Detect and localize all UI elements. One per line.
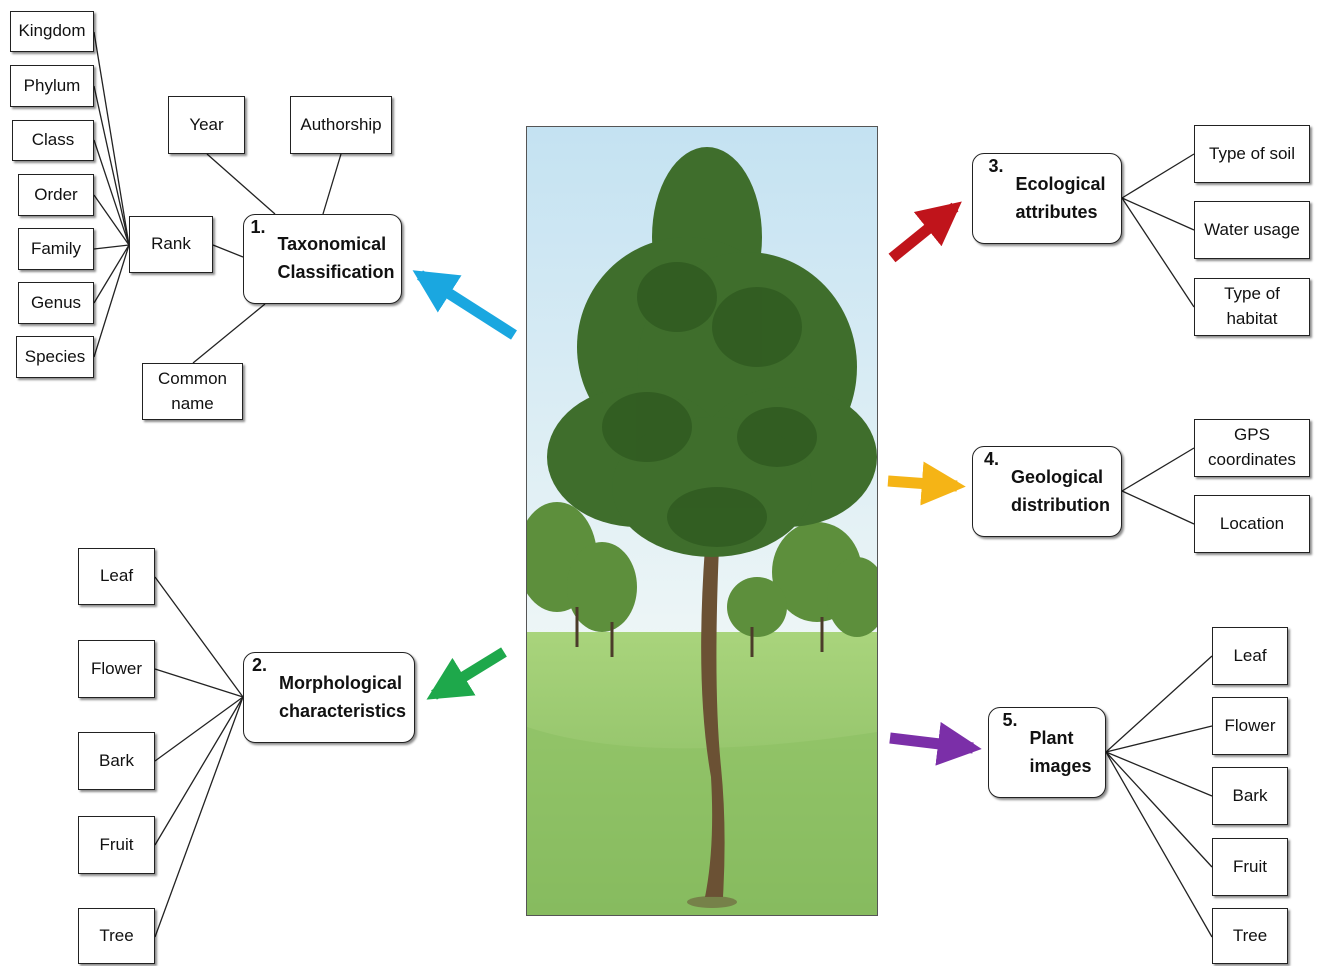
ecology-node: 3. Ecological attributes <box>972 153 1122 244</box>
rank-class-box: Class <box>12 120 94 161</box>
rank-family-box: Family <box>18 228 94 270</box>
taxonomy-node: 1. Taxonomical Classification <box>243 214 402 304</box>
geo-location-label: Location <box>1219 513 1285 533</box>
year-box: Year <box>168 96 245 154</box>
year-label: Year <box>189 114 224 134</box>
morph-bark-label: Bark <box>99 750 134 770</box>
authorship-box: Authorship <box>290 96 392 154</box>
common-name-label: Common name <box>158 368 227 413</box>
rank-kingdom-box: Kingdom <box>10 11 94 52</box>
morph-flower-label: Flower <box>90 658 142 678</box>
morph-fruit-label: Fruit <box>99 834 134 854</box>
rank-genus-box: Genus <box>18 282 94 324</box>
img-leaf-box: Leaf <box>1212 627 1288 685</box>
rank-label: Rank <box>151 234 191 254</box>
arrow-to-ecology <box>888 201 962 263</box>
morph-bark-box: Bark <box>78 732 155 790</box>
arrow-to-morphology <box>426 647 507 700</box>
geology-node: 4. Geological distribution <box>972 446 1122 537</box>
rank-box: Rank <box>129 216 213 273</box>
tree-photo <box>526 126 878 916</box>
ecology-number: 3. <box>988 156 1004 176</box>
taxonomy-title: Taxonomical Classification <box>277 234 395 282</box>
morph-tree-box: Tree <box>78 908 155 964</box>
morph-leaf-label: Leaf <box>99 566 134 586</box>
rank-species-label: Species <box>24 346 86 366</box>
ecology-title: Ecological attributes <box>1015 173 1106 222</box>
geo-gps-label: GPS coordinates <box>1208 425 1296 469</box>
img-tree-box: Tree <box>1212 908 1288 964</box>
eco-soil-box: Type of soil <box>1194 125 1310 183</box>
rank-class-label: Class <box>31 130 75 150</box>
eco-habitat-box: Type of habitat <box>1194 278 1310 336</box>
morphology-title: Morphological characteristics <box>278 672 407 721</box>
common-name-box: Common name <box>142 363 243 420</box>
img-fruit-box: Fruit <box>1212 838 1288 896</box>
rank-family-label: Family <box>30 238 82 258</box>
rank-order-box: Order <box>18 174 94 216</box>
morphology-number: 2. <box>251 655 267 675</box>
rank-genus-label: Genus <box>30 292 82 312</box>
geology-title: Geological distribution <box>1011 466 1110 515</box>
arrow-to-plant-images <box>889 721 982 766</box>
geo-gps-box: GPS coordinates <box>1194 419 1310 477</box>
rank-order-label: Order <box>34 184 78 204</box>
rank-kingdom-label: Kingdom <box>18 21 86 41</box>
morph-fruit-box: Fruit <box>78 816 155 874</box>
img-leaf-label: Leaf <box>1233 645 1267 665</box>
eco-habitat-label: Type of habitat <box>1224 284 1280 328</box>
plant-images-node: 5. Plant images <box>988 707 1106 798</box>
rank-phylum-box: Phylum <box>10 65 94 107</box>
img-bark-box: Bark <box>1212 767 1288 825</box>
plant-images-number: 5. <box>1002 710 1018 730</box>
eco-water-box: Water usage <box>1194 201 1310 259</box>
geology-number: 4. <box>984 449 1000 469</box>
img-bark-label: Bark <box>1232 785 1268 805</box>
img-flower-label: Flower <box>1224 715 1276 735</box>
authorship-label: Authorship <box>300 114 382 134</box>
rank-phylum-label: Phylum <box>23 75 81 95</box>
img-tree-label: Tree <box>1232 925 1268 945</box>
arrow-to-geology <box>887 461 966 506</box>
img-fruit-label: Fruit <box>1233 856 1267 876</box>
eco-water-label: Water usage <box>1204 219 1300 239</box>
eco-soil-label: Type of soil <box>1209 143 1295 163</box>
arrow-to-taxonomy <box>412 270 517 340</box>
plant-images-title: Plant images <box>1029 727 1092 776</box>
morphology-node: 2. Morphological characteristics <box>243 652 415 743</box>
morph-leaf-box: Leaf <box>78 548 155 605</box>
morph-flower-box: Flower <box>78 640 155 698</box>
morph-tree-label: Tree <box>99 925 134 945</box>
taxonomy-number: 1. <box>250 217 266 237</box>
rank-species-box: Species <box>16 336 94 378</box>
geo-location-box: Location <box>1194 495 1310 553</box>
img-flower-box: Flower <box>1212 697 1288 755</box>
